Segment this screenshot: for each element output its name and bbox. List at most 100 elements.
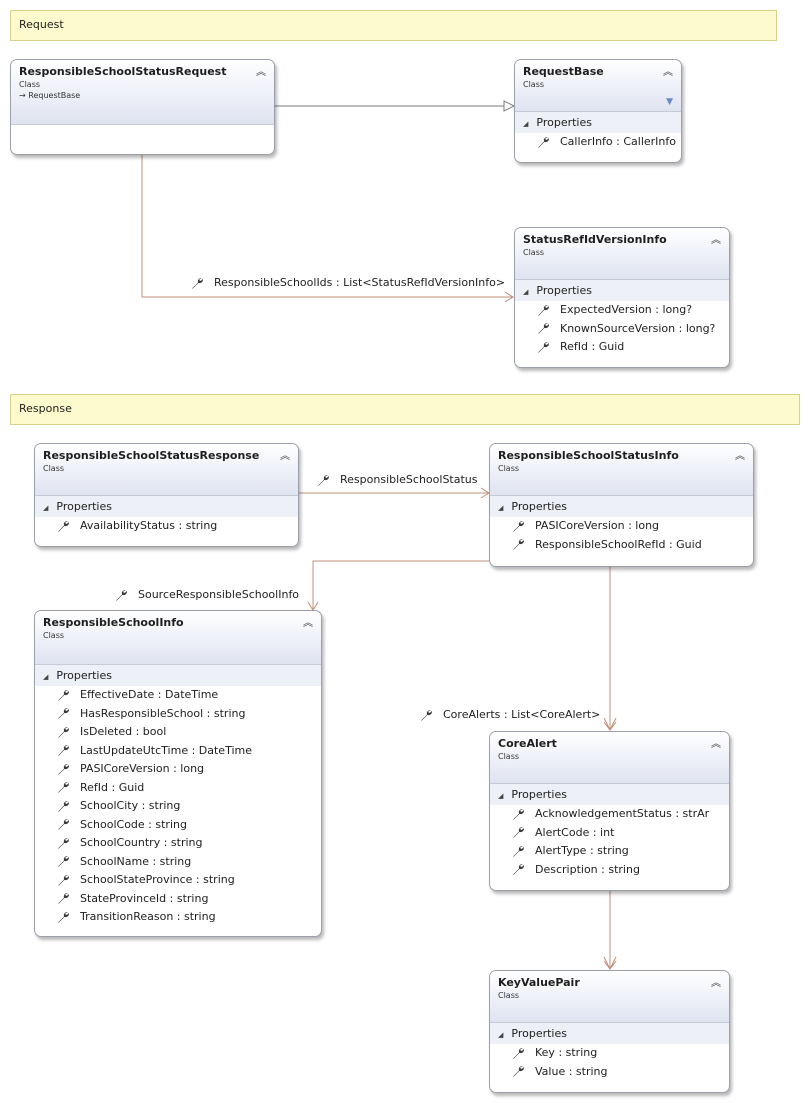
properties-section[interactable]: ◢Properties	[35, 665, 321, 686]
property-item[interactable]: SchoolCountry : string	[35, 834, 321, 853]
class-name: StatusRefIdVersionInfo	[523, 233, 667, 246]
property-item[interactable]: StateProvinceId : string	[35, 890, 321, 909]
wrench-icon	[58, 689, 69, 701]
property-item[interactable]: SchoolCity : string	[35, 797, 321, 816]
property-list: ExpectedVersion : long? KnownSourceVersi…	[515, 301, 729, 357]
core-alerts-arrowhead	[603, 717, 617, 732]
inheritance-arrowhead	[503, 100, 516, 112]
wrench-icon	[58, 893, 69, 904]
class-name: ResponsibleSchoolStatusRequest	[19, 65, 227, 78]
class-kind: Class	[523, 248, 545, 257]
class-responsible-school-status-info[interactable]: ResponsibleSchoolStatusInfo Class ︽ ◢Pro…	[489, 443, 754, 567]
property-item[interactable]: IsDeleted : bool	[35, 723, 321, 742]
property-item[interactable]: TransitionReason : string	[35, 908, 321, 927]
wrench-icon	[116, 589, 127, 601]
class-name: KeyValuePair	[498, 976, 580, 989]
class-status-ref-id-version-info[interactable]: StatusRefIdVersionInfo Class ︽ ◢Properti…	[514, 227, 730, 368]
responsible-school-ids-label[interactable]: ResponsibleSchoolIds : List<StatusRefIdV…	[191, 276, 505, 290]
class-key-value-pair[interactable]: KeyValuePair Class ︽ ◢Properties Key : s…	[489, 970, 730, 1093]
collapse-chevron-icon[interactable]: ︽	[663, 67, 673, 78]
expand-triangle-icon[interactable]: ◢	[498, 792, 504, 800]
property-item[interactable]: ResponsibleSchoolRefId : Guid	[490, 536, 753, 555]
class-kind: Class	[498, 752, 520, 761]
properties-section[interactable]: ◢Properties	[515, 280, 729, 301]
wrench-icon	[58, 708, 69, 719]
class-header: ResponsibleSchoolStatusRequest Class → R…	[11, 60, 274, 125]
wrench-icon	[58, 819, 69, 830]
responsible-school-status-label[interactable]: ResponsibleSchoolStatus	[317, 473, 478, 487]
property-item[interactable]: RefId : Guid	[35, 779, 321, 798]
wrench-icon	[538, 341, 549, 353]
property-list: AcknowledgementStatus : strAr AlertCode …	[490, 805, 729, 879]
filter-icon[interactable]: ▼	[666, 97, 673, 107]
property-item[interactable]: Description : string	[490, 861, 729, 880]
core-alerts-label[interactable]: CoreAlerts : List<CoreAlert>	[420, 708, 600, 722]
class-name: ResponsibleSchoolInfo	[43, 616, 184, 629]
class-core-alert[interactable]: CoreAlert Class ︽ ◢Properties Acknowledg…	[489, 731, 730, 891]
wrench-icon	[538, 136, 549, 148]
collapse-chevron-icon[interactable]: ︽	[711, 978, 721, 989]
class-header: RequestBase Class ︽ ▼	[515, 60, 681, 112]
property-list: AvailabilityStatus : string	[35, 517, 298, 536]
property-item[interactable]: Key : string	[490, 1044, 729, 1063]
property-list: PASICoreVersion : long ResponsibleSchool…	[490, 517, 753, 554]
property-item[interactable]: PASICoreVersion : long	[35, 760, 321, 779]
expand-triangle-icon[interactable]: ◢	[43, 673, 49, 681]
class-kind: Class	[43, 631, 65, 640]
class-kind: Class	[43, 464, 65, 473]
source-responsible-school-info-label[interactable]: SourceResponsibleSchoolInfo	[115, 588, 299, 602]
property-list: Key : string Value : string	[490, 1044, 729, 1081]
expand-triangle-icon[interactable]: ◢	[43, 504, 49, 512]
class-name: CoreAlert	[498, 737, 557, 750]
property-item[interactable]: Value : string	[490, 1063, 729, 1082]
property-item[interactable]: HasResponsibleSchool : string	[35, 705, 321, 724]
property-item[interactable]: KnownSourceVersion : long?	[515, 320, 729, 339]
wrench-icon	[421, 709, 432, 721]
responsible-school-ids-arrowhead	[504, 291, 514, 303]
class-name: ResponsibleSchoolStatusResponse	[43, 449, 260, 462]
class-kind: Class	[19, 80, 41, 89]
properties-section[interactable]: ◢Properties	[515, 112, 681, 133]
wrench-icon	[58, 726, 69, 738]
property-item[interactable]: SchoolName : string	[35, 853, 321, 872]
expand-triangle-icon[interactable]: ◢	[523, 120, 529, 128]
wrench-icon	[513, 1047, 524, 1059]
collapse-chevron-icon[interactable]: ︽	[711, 235, 721, 246]
expand-triangle-icon[interactable]: ◢	[498, 1031, 504, 1039]
property-item[interactable]: SchoolStateProvince : string	[35, 871, 321, 890]
class-responsible-school-status-response[interactable]: ResponsibleSchoolStatusResponse Class ︽ …	[34, 443, 299, 547]
property-item[interactable]: EffectiveDate : DateTime	[35, 686, 321, 705]
property-item[interactable]: AvailabilityStatus : string	[35, 517, 298, 536]
expand-triangle-icon[interactable]: ◢	[498, 504, 504, 512]
property-item[interactable]: CallerInfo : CallerInfo	[515, 133, 681, 152]
property-item[interactable]: AcknowledgementStatus : strAr	[490, 805, 729, 824]
property-item[interactable]: AlertCode : int	[490, 824, 729, 843]
property-item[interactable]: ExpectedVersion : long?	[515, 301, 729, 320]
property-item[interactable]: SchoolCode : string	[35, 816, 321, 835]
wrench-icon	[192, 277, 203, 289]
collapse-chevron-icon[interactable]: ︽	[256, 67, 266, 78]
class-kind: Class	[498, 464, 520, 473]
expand-triangle-icon[interactable]: ◢	[523, 288, 529, 296]
property-item[interactable]: LastUpdateUtcTime : DateTime	[35, 742, 321, 761]
class-responsible-school-info[interactable]: ResponsibleSchoolInfo Class ︽ ◢Propertie…	[34, 610, 322, 937]
class-responsible-school-status-request[interactable]: ResponsibleSchoolStatusRequest Class → R…	[10, 59, 275, 155]
properties-section[interactable]: ◢Properties	[490, 496, 753, 517]
collapse-chevron-icon[interactable]: ︽	[711, 739, 721, 750]
collapse-chevron-icon[interactable]: ︽	[303, 618, 313, 629]
wrench-icon	[58, 520, 69, 532]
wrench-icon	[58, 763, 69, 775]
collapse-chevron-icon[interactable]: ︽	[280, 451, 290, 462]
wrench-icon	[58, 874, 69, 886]
properties-section[interactable]: ◢Properties	[35, 496, 298, 517]
collapse-chevron-icon[interactable]: ︽	[735, 451, 745, 462]
properties-section[interactable]: ◢Properties	[490, 784, 729, 805]
wrench-icon	[58, 745, 69, 756]
class-request-base[interactable]: RequestBase Class ︽ ▼ ◢Properties Caller…	[514, 59, 682, 163]
properties-section[interactable]: ◢Properties	[490, 1023, 729, 1044]
property-item[interactable]: PASICoreVersion : long	[490, 517, 753, 536]
wrench-icon	[513, 845, 524, 857]
property-item[interactable]: RefId : Guid	[515, 338, 729, 357]
property-item[interactable]: AlertType : string	[490, 842, 729, 861]
